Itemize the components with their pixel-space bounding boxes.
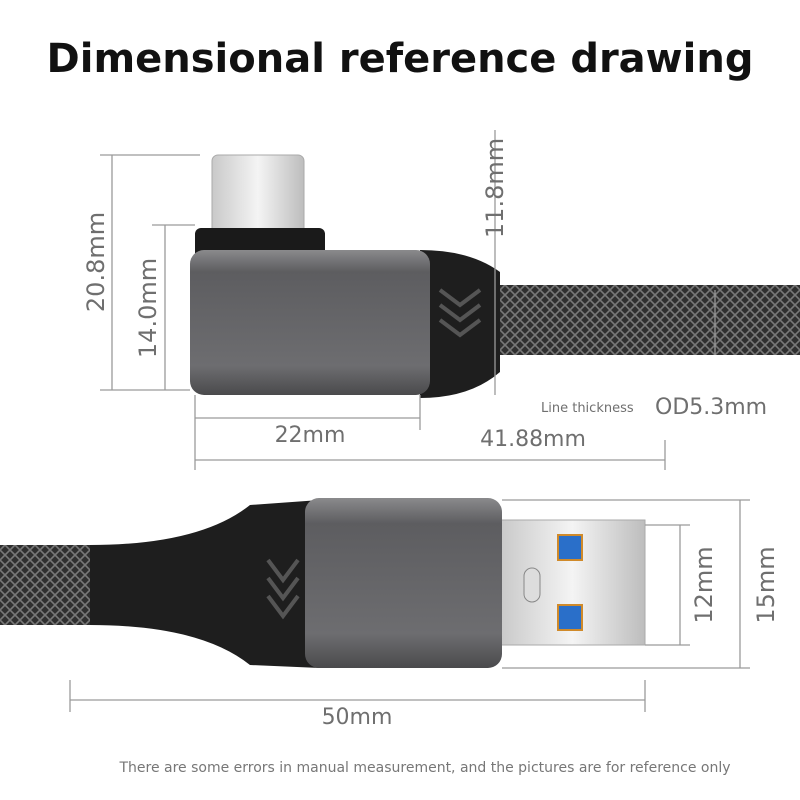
line-thickness-label: Line thickness (541, 401, 634, 416)
strain-relief (420, 250, 500, 398)
braided-cable (0, 545, 100, 625)
dim-22: 22mm (275, 423, 346, 448)
oval-slot (523, 567, 541, 603)
dim-12: 12mm (690, 546, 718, 623)
usb-a-connector (0, 498, 646, 668)
dim-11-8: 11.8mm (481, 138, 509, 238)
dim-41-88: 41.88mm (480, 427, 586, 452)
braided-cable (495, 285, 800, 355)
page-title: Dimensional reference drawing (47, 36, 754, 82)
strain-relief (90, 500, 320, 668)
connector-housing (305, 498, 502, 668)
usb-c-connector (190, 154, 800, 398)
blue-contact-bottom (557, 604, 583, 631)
connector-housing (190, 250, 430, 395)
blue-contact-top (557, 534, 583, 561)
dim-50: 50mm (322, 705, 393, 730)
footer-note: There are some errors in manual measurem… (118, 760, 730, 776)
line-thickness-value: OD5.3mm (655, 395, 767, 420)
usb-c-plug (211, 154, 305, 236)
dim-15: 15mm (752, 546, 780, 623)
dim-14-0: 14.0mm (134, 258, 162, 358)
dim-20-8: 20.8mm (82, 212, 110, 312)
